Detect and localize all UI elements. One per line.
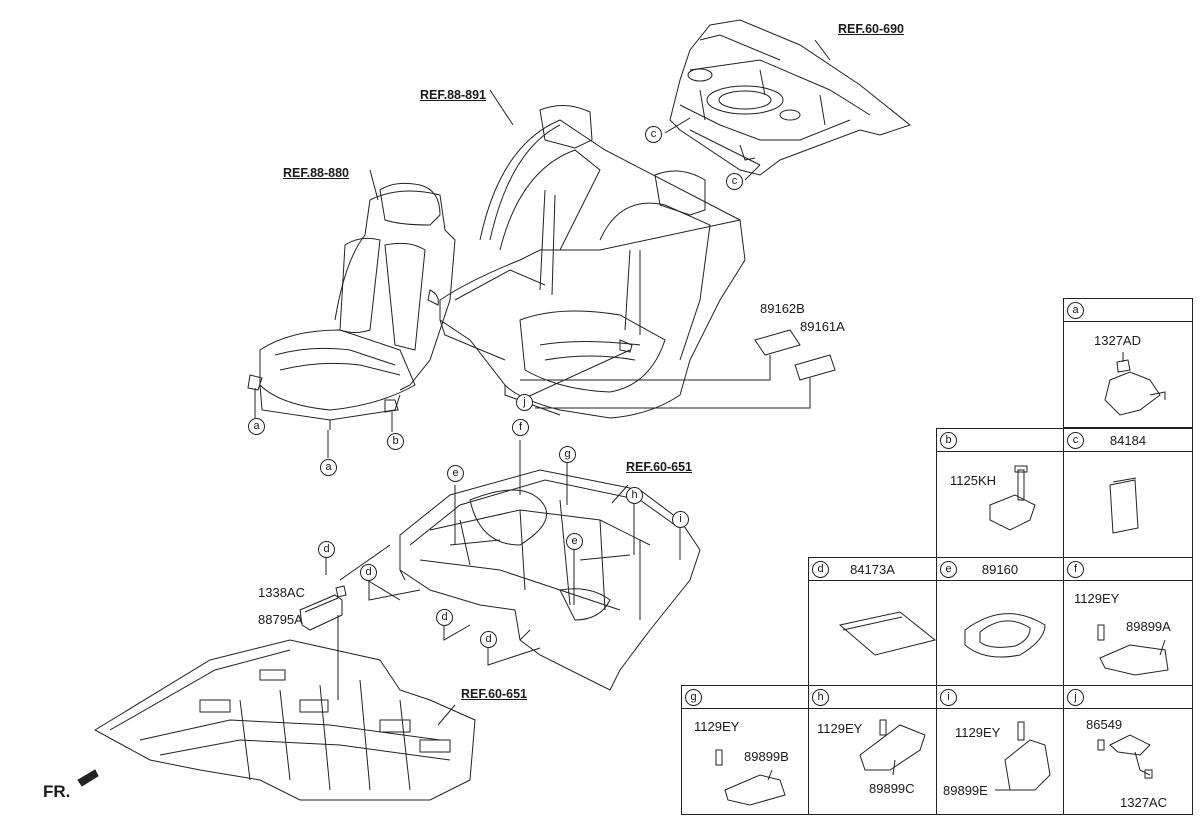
ref-label-60-690[interactable]: REF.60-690 [838, 22, 905, 36]
table-cell-h-letter: h [812, 689, 829, 706]
front-direction-arrow [77, 769, 99, 787]
table-cell-f-part-89899a[interactable]: 89899A [1126, 619, 1171, 634]
cell-j-clip [1097, 734, 1153, 779]
callout-d-floor-1[interactable]: d [318, 541, 335, 558]
table-cell-d-code: 84173A [850, 562, 895, 577]
cell-a-bracket [1104, 352, 1166, 416]
part-label-88795a[interactable]: 88795A [258, 612, 303, 627]
table-cell-e[interactable]: e 89160 [936, 557, 1064, 686]
cell-b-bracket [989, 465, 1036, 531]
table-cell-h-header: h [809, 686, 936, 709]
table-cell-j[interactable]: j 86549 1327AC [1063, 685, 1193, 815]
table-cell-g-part-1129ey[interactable]: 1129EY [694, 719, 740, 734]
ref-label-88-891[interactable]: REF.88-891 [420, 88, 487, 102]
callout-b-seat[interactable]: b [387, 433, 404, 450]
sensor-module-drawing [299, 585, 347, 700]
table-cell-j-part-86549[interactable]: 86549 [1086, 717, 1123, 732]
callout-d-floor-2[interactable]: d [360, 564, 377, 581]
table-cell-f-header: f [1064, 558, 1192, 581]
table-cell-g-letter: g [685, 689, 702, 706]
callout-e-floor-upper[interactable]: e [447, 465, 464, 482]
table-cell-e-code: 89160 [981, 562, 1019, 577]
cell-c-pad [1109, 477, 1139, 534]
part-label-1338ac[interactable]: 1338AC [258, 585, 305, 600]
package-tray-drawing [664, 19, 912, 181]
table-cell-f-letter: f [1067, 561, 1084, 578]
rear-floor-drawing [399, 469, 701, 691]
table-cell-h-part-1129ey[interactable]: 1129EY [817, 721, 863, 736]
table-cell-e-header: e 89160 [937, 558, 1063, 581]
rear-seat-drawing [439, 89, 746, 419]
table-cell-f-part-1129ey[interactable]: 1129EY [1074, 591, 1120, 606]
table-cell-g-part-89899b[interactable]: 89899B [744, 749, 789, 764]
table-cell-i[interactable]: i 1129EY 89899E [936, 685, 1064, 815]
table-cell-d[interactable]: d 84173A [808, 557, 937, 686]
table-cell-b-letter: b [940, 432, 957, 449]
table-cell-c-header: c 84184 [1064, 429, 1192, 452]
table-cell-c[interactable]: c 84184 [1063, 428, 1193, 558]
callout-a-seat-bottom[interactable]: a [320, 459, 337, 476]
table-cell-a-letter: a [1067, 302, 1084, 319]
callout-h-floor[interactable]: h [626, 487, 643, 504]
part-label-89162b[interactable]: 89162B [760, 301, 805, 316]
cell-h-bracket [859, 719, 926, 776]
front-floor-drawing [93, 639, 476, 801]
table-cell-e-letter: e [940, 561, 957, 578]
table-cell-h-part-89899c[interactable]: 89899C [869, 781, 915, 796]
callout-c-shelf-left[interactable]: c [645, 126, 662, 143]
leader-lines [325, 440, 681, 666]
ref-label-88-880[interactable]: REF.88-880 [283, 166, 350, 180]
ref-label-60-651-lower[interactable]: REF.60-651 [461, 687, 528, 701]
table-cell-i-header: i [937, 686, 1063, 709]
callout-e-floor-lower[interactable]: e [566, 533, 583, 550]
table-cell-d-header: d 84173A [809, 558, 936, 581]
table-cell-a-header: a [1064, 299, 1192, 322]
table-cell-i-part-89899e[interactable]: 89899E [943, 783, 988, 798]
callout-a-seat-left[interactable]: a [248, 418, 265, 435]
callout-d-floor-4[interactable]: d [480, 631, 497, 648]
cell-d-pad [838, 611, 937, 656]
callout-f-floor[interactable]: f [512, 419, 529, 436]
table-cell-b[interactable]: b 1125KH [936, 428, 1064, 558]
table-cell-d-letter: d [812, 561, 829, 578]
cell-e-grommet [964, 613, 1046, 658]
table-cell-a-part-1327ad[interactable]: 1327AD [1094, 333, 1141, 348]
table-cell-j-part-1327ac[interactable]: 1327AC [1120, 795, 1167, 810]
front-direction-label: FR. [43, 782, 71, 801]
cell-i-bracket [995, 721, 1051, 791]
cell-f-bracket [1097, 624, 1169, 676]
table-cell-h[interactable]: h 1129EY 89899C [808, 685, 937, 815]
table-cell-j-letter: j [1067, 689, 1084, 706]
table-cell-g-header: g [682, 686, 808, 709]
callout-i-floor[interactable]: i [672, 511, 689, 528]
part-label-89161a[interactable]: 89161A [800, 319, 845, 334]
table-cell-b-header: b [937, 429, 1063, 452]
table-cell-g[interactable]: g 1129EY 89899B [681, 685, 809, 815]
table-cell-f[interactable]: f 1129EY 89899A [1063, 557, 1193, 686]
small-pad-drawings [520, 329, 836, 409]
callout-j-seat[interactable]: j [516, 394, 533, 411]
table-cell-a[interactable]: a 1327AD [1063, 298, 1193, 428]
callout-g-floor[interactable]: g [559, 446, 576, 463]
table-cell-b-part-1125kh[interactable]: 1125KH [950, 473, 997, 488]
cell-g-bracket [715, 749, 786, 806]
callout-d-floor-3[interactable]: d [436, 609, 453, 626]
front-seat-drawing [247, 169, 456, 458]
table-cell-i-part-1129ey[interactable]: 1129EY [955, 725, 1001, 740]
table-cell-i-letter: i [940, 689, 957, 706]
callout-c-shelf-bottom[interactable]: c [726, 173, 743, 190]
table-cell-c-code: 84184 [1109, 433, 1147, 448]
ref-label-60-651-upper[interactable]: REF.60-651 [626, 460, 693, 474]
table-cell-j-header: j [1064, 686, 1192, 709]
table-cell-c-letter: c [1067, 432, 1084, 449]
